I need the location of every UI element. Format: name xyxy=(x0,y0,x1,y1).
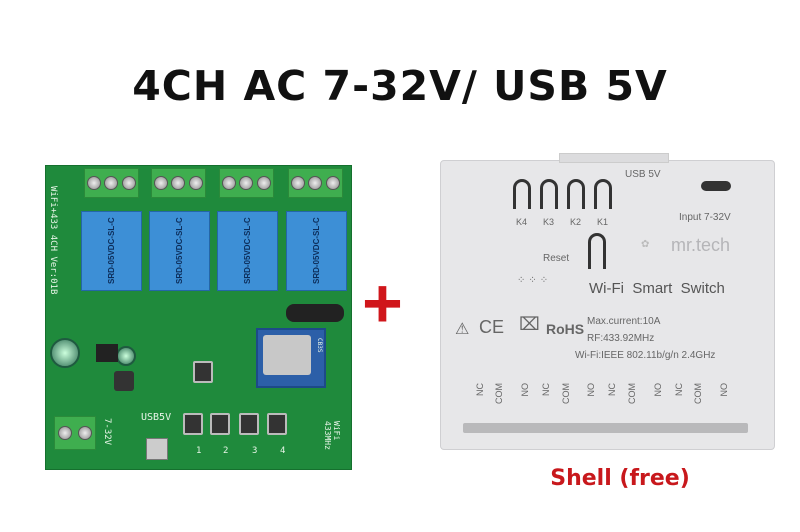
shell-caption: Shell (free) xyxy=(550,466,690,491)
usb-label: USB5V xyxy=(141,412,172,423)
switch-shell: USB 5V Input 7-32V K4 K3 K2 K1 Reset ✿ m… xyxy=(440,153,775,450)
usb-label: USB 5V xyxy=(625,169,661,180)
capacitor xyxy=(50,338,80,368)
k2-led xyxy=(567,179,585,209)
terminal-label: NC xyxy=(674,383,684,396)
k4-led xyxy=(513,179,531,209)
headline: 4CH AC 7-32V/ USB 5V xyxy=(132,62,668,110)
terminal-block xyxy=(288,168,343,198)
relay: SRD-05VDC-SL-C xyxy=(217,211,278,291)
shell-top-lip xyxy=(559,153,669,163)
terminal-label: NC xyxy=(475,383,485,396)
plus-sign: + xyxy=(362,264,403,342)
terminal-label: NC xyxy=(541,383,551,396)
antenna-coil xyxy=(286,304,344,322)
spec-wifi: Wi-Fi:IEEE 802.11b/g/n 2.4GHz xyxy=(575,350,716,361)
terminal-block xyxy=(219,168,274,198)
relay-button-4[interactable] xyxy=(267,413,287,435)
spec-current: Max.current:10A xyxy=(587,316,661,327)
terminal-label: COM xyxy=(627,383,637,404)
key-label: K3 xyxy=(543,217,555,227)
wifi-module: CB3S xyxy=(256,328,326,388)
key-label: K4 xyxy=(516,217,528,227)
spec-rf: RF:433.92MHz xyxy=(587,333,655,344)
brand-logo-icon: ✿ xyxy=(641,239,650,250)
weee-bin-icon: ⌧ xyxy=(519,314,540,334)
relay-button-1[interactable] xyxy=(183,413,203,435)
terminal-label: COM xyxy=(494,383,504,404)
terminal-label: NO xyxy=(653,383,663,397)
terminal-block xyxy=(84,168,139,198)
wire-slot xyxy=(463,423,748,433)
input-label: Input 7-32V xyxy=(679,212,731,223)
terminal-block xyxy=(151,168,206,198)
button-label: 3 xyxy=(252,446,258,456)
rohs-mark: RoHS xyxy=(546,321,585,337)
inductor xyxy=(114,371,134,391)
terminal-label: NO xyxy=(520,383,530,397)
brand-logo: mr.tech xyxy=(671,235,731,255)
button-label: 1 xyxy=(196,446,202,456)
relay: SRD-05VDC-SL-C xyxy=(81,211,142,291)
relay: SRD-05VDC-SL-C xyxy=(149,211,210,291)
reset-button[interactable] xyxy=(588,233,606,269)
power-terminal xyxy=(54,416,96,450)
reset-button[interactable] xyxy=(193,361,213,383)
relay-button-3[interactable] xyxy=(239,413,259,435)
reset-label: Reset xyxy=(543,253,570,264)
terminal-label: NO xyxy=(719,383,729,397)
capacitor xyxy=(116,346,136,366)
key-label: K1 xyxy=(597,217,609,227)
relay: SRD-05VDC-SL-C xyxy=(286,211,347,291)
board-version-label: WiFi+433 4CH Ver:01B xyxy=(48,186,58,295)
terminal-label: COM xyxy=(561,383,571,404)
power-label: 7-32V xyxy=(102,418,112,446)
warning-icon: ⚠ xyxy=(455,321,470,338)
terminal-label: NC xyxy=(607,383,617,396)
k3-led xyxy=(540,179,558,209)
speaker-dots-icon: ⁘⁘⁘ xyxy=(517,275,552,286)
terminal-label: NO xyxy=(586,383,596,397)
key-label: K2 xyxy=(570,217,582,227)
terminal-label: COM xyxy=(693,383,703,404)
relay-button-2[interactable] xyxy=(210,413,230,435)
relay-board: SRD-05VDC-SL-C SRD-05VDC-SL-C SRD-05VDC-… xyxy=(45,165,352,470)
k1-led xyxy=(594,179,612,209)
usb-port xyxy=(701,181,731,191)
product-name: Wi-Fi Smart Switch xyxy=(589,280,725,297)
usb-port xyxy=(146,438,168,460)
ce-mark: CE xyxy=(479,317,505,337)
button-label: 4 xyxy=(280,446,286,456)
button-label: 2 xyxy=(223,446,229,456)
ic-chip xyxy=(96,344,118,362)
radio-label: WiFi 433MHz xyxy=(323,421,341,450)
